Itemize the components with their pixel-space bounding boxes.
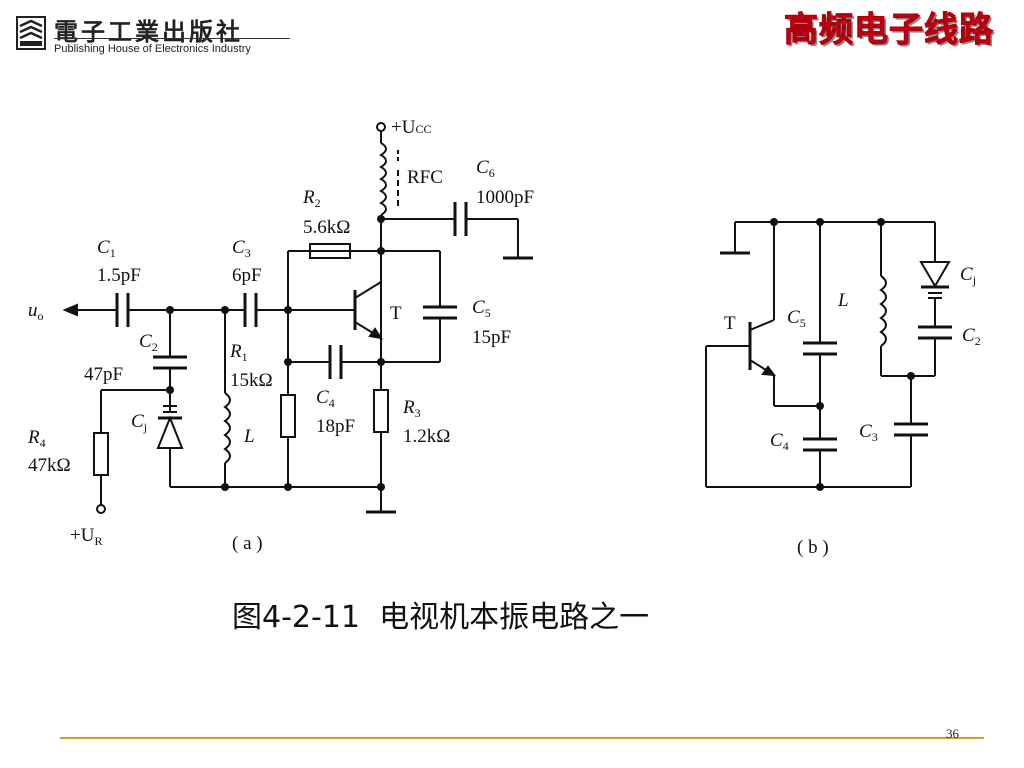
rfc-inductor: [379, 142, 387, 216]
label-c2-b: C2: [962, 325, 981, 348]
label-c6-value: 1000pF: [476, 187, 534, 208]
label-c1: C1: [97, 237, 116, 260]
label-c4-b: C4: [770, 430, 789, 453]
label-ucc: +UCC: [391, 117, 431, 138]
label-c4-value: 18pF: [316, 416, 355, 437]
label-c3-b: C3: [859, 421, 878, 444]
label-r4-value: 47kΩ: [28, 455, 71, 476]
page-number: 36: [946, 726, 959, 741]
label-ur: +UR: [70, 525, 102, 548]
label-c2-value: 47pF: [84, 364, 123, 385]
figure-caption: 图4-2-11 电视机本振电路之一: [232, 600, 650, 635]
label-c3: C3: [232, 237, 251, 260]
label-c6: C6: [476, 157, 495, 180]
label-rfc: RFC: [407, 167, 443, 188]
label-c5: C5: [472, 297, 491, 320]
label-transistor-t-b: T: [724, 313, 736, 334]
publisher-emblem-icon: [16, 16, 46, 50]
label-uo: uo: [28, 300, 44, 323]
r2-resistor: [309, 243, 351, 259]
label-l-b: L: [837, 290, 849, 311]
r1-resistor: [280, 394, 296, 438]
label-l: L: [243, 426, 255, 447]
publisher-logo-block: 電子工業出版社 Publishing House of Electronics …: [16, 14, 290, 58]
ur-terminal: [96, 504, 106, 514]
tank-inductor-l: [223, 392, 231, 464]
r4-resistor: [93, 432, 109, 476]
label-c3-value: 6pF: [232, 265, 262, 286]
label-r1: R1: [229, 341, 248, 364]
label-r3-value: 1.2kΩ: [403, 426, 450, 447]
label-cj: Cj: [131, 411, 147, 434]
label-transistor-t: T: [390, 303, 402, 324]
label-c5-value: 15pF: [472, 327, 511, 348]
label-r4: R4: [27, 427, 46, 450]
label-r3: R3: [402, 397, 421, 420]
label-c5-b: C5: [787, 307, 806, 330]
label-c2: C2: [139, 331, 158, 354]
vcc-terminal: [376, 122, 386, 132]
sublabel-b: ( b ): [797, 537, 829, 558]
r3-resistor: [373, 389, 389, 433]
label-r2-value: 5.6kΩ: [303, 217, 350, 238]
footer-rule: [60, 737, 984, 739]
course-title: 高频电子线路: [784, 10, 994, 51]
label-c4: C4: [316, 387, 335, 410]
tank-inductor-l-b: [879, 275, 887, 347]
label-r2: R2: [302, 187, 321, 210]
label-cj-b: Cj: [960, 264, 976, 287]
publisher-name-cn: 電子工業出版社: [54, 20, 243, 46]
publisher-rule: [54, 38, 290, 39]
junction-dots: [166, 215, 915, 491]
publisher-name-en: Publishing House of Electronics Industry: [54, 43, 251, 55]
label-c1-value: 1.5pF: [97, 265, 141, 286]
output-arrow: [62, 303, 78, 317]
label-r1-value: 15kΩ: [230, 370, 273, 391]
sublabel-a: ( a ): [232, 533, 263, 554]
varactor-cj-b: [919, 261, 951, 288]
